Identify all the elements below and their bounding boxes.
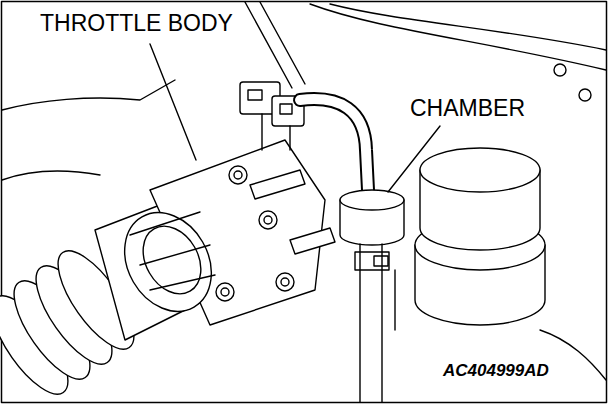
hose-edge [245,2,292,88]
bracket-line [394,270,395,330]
chamber-pipe [360,244,382,402]
leader-line [388,126,440,192]
part-label: THROTTLE BODY [37,11,236,36]
throttle-bore [131,216,212,304]
background-line [330,4,606,50]
chamber [340,190,404,270]
background-line [2,80,175,110]
leader-line [150,44,196,160]
electrical-connector [240,82,304,150]
reservoir [415,148,545,325]
throttle-bosses [216,166,335,301]
hose-edge [260,2,305,84]
background-bolt [579,89,591,101]
background-bolt [554,64,566,76]
background-line [310,4,606,70]
throttle-inlet [107,197,228,327]
figure-code: AC404999AD [440,362,552,381]
background-line [2,171,100,180]
inlet-ribs [130,212,215,290]
part-label: CHAMBER [407,96,528,121]
vacuum-hose [300,99,368,190]
vacuum-hose-fill [300,99,368,190]
